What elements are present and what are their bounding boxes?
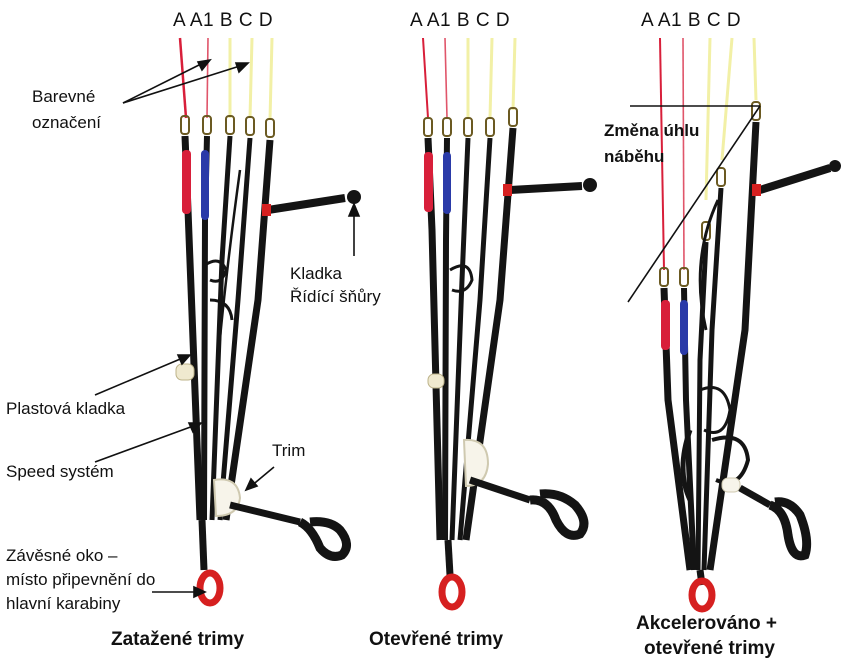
caption-panel-2: Otevřené trimy bbox=[369, 628, 503, 651]
caption-panel-3-line-1: Akcelerováno + bbox=[636, 612, 777, 635]
riser-header-panel-3: A A1 B C D bbox=[641, 10, 741, 31]
panel-1-risers bbox=[176, 38, 361, 603]
label-suspension-eye-line-1: Závěsné oko – bbox=[6, 545, 118, 566]
label-color-marking-line-1: Barevné bbox=[32, 86, 95, 107]
label-color-marking-line-2: označení bbox=[32, 112, 101, 133]
riser-header-panel-1: A A1 B C D bbox=[173, 10, 273, 31]
label-suspension-eye-line-2: místo připevnění do bbox=[6, 569, 155, 590]
label-speed-system: Speed systém bbox=[6, 461, 114, 482]
riser-header-panel-2: A A1 B C D bbox=[410, 10, 510, 31]
label-plastic-pulley: Plastová kladka bbox=[6, 398, 125, 419]
label-suspension-eye-line-3: hlavní karabiny bbox=[6, 593, 120, 614]
label-angle-change-line-2: náběhu bbox=[604, 146, 664, 167]
label-trim: Trim bbox=[272, 440, 305, 461]
caption-panel-3-line-2: otevřené trimy bbox=[644, 637, 775, 660]
caption-panel-1: Zatažené trimy bbox=[111, 628, 244, 651]
label-brake-pulley-line-2: Řídící šňůry bbox=[290, 286, 381, 307]
label-angle-change-line-1: Změna úhlu bbox=[604, 120, 699, 141]
panel-2-risers bbox=[423, 38, 597, 607]
label-brake-pulley-line-1: Kladka bbox=[290, 263, 342, 284]
